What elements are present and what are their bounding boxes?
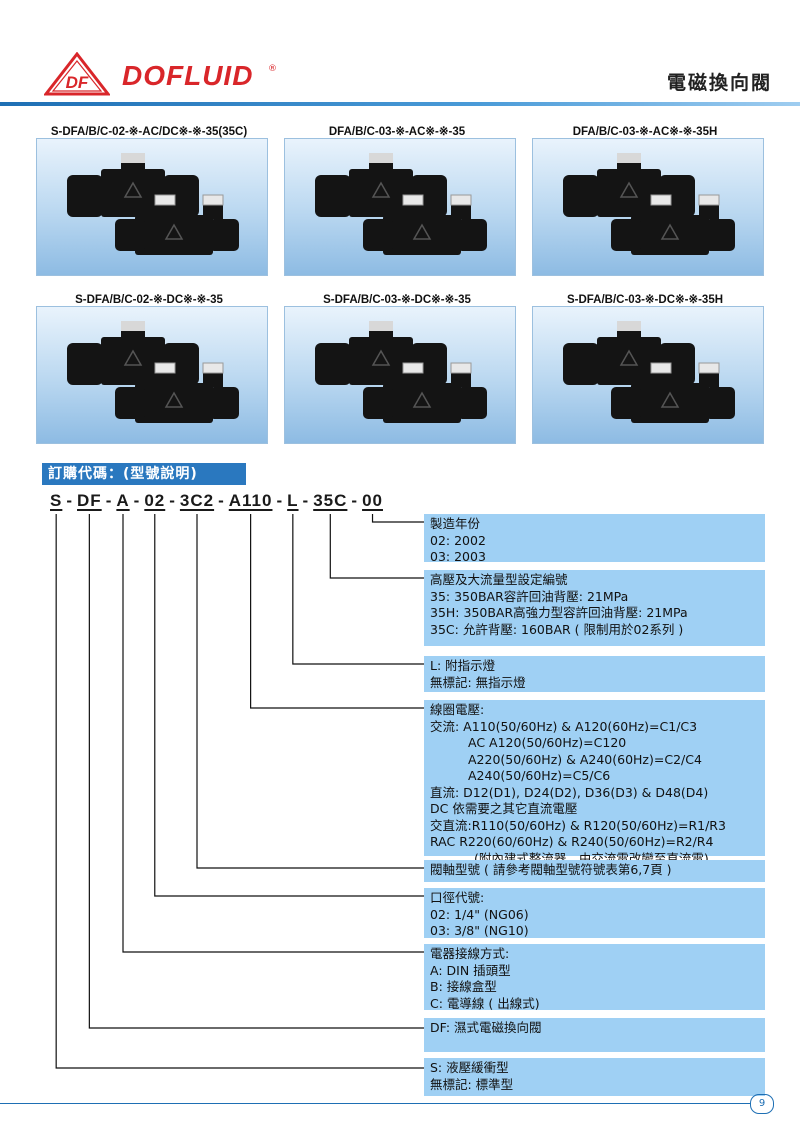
solenoid-valve-photo	[284, 306, 516, 444]
solenoid-valve-photo	[36, 306, 268, 444]
explanation-line: 35: 350BAR容許回油背壓: 21MPa	[430, 588, 629, 604]
connector-line	[250, 514, 424, 709]
code-separator: -	[169, 491, 176, 510]
explanation-line: C: 電導線 ( 出線式)	[430, 995, 540, 1011]
explanation-line: 交直流:R110(50/60Hz) & R120(50/60Hz)=R1/R3	[430, 817, 726, 833]
explanation-line: 03: 3/8" (NG10)	[430, 923, 529, 938]
code-separator: -	[218, 491, 225, 510]
explanation-line: 直流: D12(D1), D24(D2), D36(D3) & D48(D4)	[430, 784, 709, 800]
connector-line	[196, 514, 424, 869]
page-number: 9	[750, 1094, 774, 1114]
explanation-line: 高壓及大流量型設定編號	[430, 572, 568, 587]
product-caption: DFA/B/C-03-※-AC※-※-35	[328, 126, 466, 138]
explanation-box: 線圈電壓:交流: A110(50/60Hz) & A120(60Hz)=C1/C…	[424, 700, 765, 866]
code-segment: 00	[362, 491, 383, 510]
explanation-box: DF: 濕式電磁換向閥	[424, 1018, 765, 1052]
explanation-line: 線圈電壓:	[430, 702, 485, 717]
code-segment: A110	[228, 491, 273, 510]
code-segment: 35C	[313, 491, 348, 510]
code-segment: 02	[144, 491, 166, 510]
page-title: 電磁換向閥	[666, 72, 772, 94]
code-separator: -	[66, 491, 74, 510]
code-separator: -	[302, 491, 310, 510]
product-caption: DFA/B/C-03-※-AC※-※-35H	[572, 126, 718, 138]
code-segment: S	[50, 491, 63, 510]
code-separator: -	[276, 491, 284, 510]
explanation-line: 電器接線方式:	[430, 946, 510, 961]
explanation-line: 交流: A110(50/60Hz) & A120(60Hz)=C1/C3	[430, 718, 698, 734]
explanation-line: 03: 2003	[430, 549, 486, 564]
header-rule	[0, 102, 800, 106]
registered-mark: ®	[268, 64, 277, 74]
explanation-line: AC A120(50/60Hz)=C120	[468, 735, 627, 750]
connector-line	[88, 514, 424, 1029]
connector-line	[55, 514, 424, 1069]
solenoid-valve-photo	[532, 306, 764, 444]
explanation-line: DF: 濕式電磁換向閥	[430, 1020, 542, 1035]
explanation-line: B: 接線盒型	[430, 979, 497, 994]
explanation-line: 閥軸型號 ( 請參考閥軸型號符號表第6,7頁 )	[430, 862, 672, 877]
explanation-box: 閥軸型號 ( 請參考閥軸型號符號表第6,7頁 )	[424, 860, 765, 882]
order-code-line: S-DF-A-02-3C2-A110-L-35C-00	[50, 491, 383, 511]
explanation-line: RAC R220(60/60Hz) & R240(50/60Hz)=R2/R4	[430, 834, 714, 849]
code-segment: A	[116, 491, 130, 510]
code-separator: -	[105, 491, 113, 510]
code-separator: -	[133, 491, 141, 510]
code-segment: L	[287, 491, 299, 510]
explanation-line: 無標記: 標準型	[430, 1076, 514, 1092]
explanation-line: DC 依需要之其它直流電壓	[430, 801, 578, 816]
connector-line	[154, 514, 424, 897]
solenoid-valve-photo	[36, 138, 268, 276]
explanation-line: 無標記: 無指示燈	[430, 674, 526, 690]
explanation-line: 口徑代號:	[430, 890, 485, 905]
order-code-title: 訂購代碼：(型號說明)	[42, 463, 246, 485]
explanation-line: 02: 1/4" (NG06)	[430, 906, 529, 922]
explanation-line: L: 附指示燈	[430, 658, 496, 673]
explanation-box: S: 液壓緩衝型無標記: 標準型	[424, 1058, 765, 1096]
explanation-line: S: 液壓緩衝型	[430, 1060, 509, 1075]
explanation-line: 製造年份	[430, 516, 481, 531]
connector-line	[371, 514, 424, 523]
explanation-line: 02: 2002	[430, 532, 486, 548]
explanation-line: A220(50/60Hz) & A240(60Hz)=C2/C4	[468, 751, 702, 767]
svg-text:DF: DF	[66, 73, 89, 92]
dofluid-logo-icon: DF	[44, 52, 110, 96]
explanation-line: A: DIN 插頭型	[430, 962, 511, 978]
product-caption: S-DFA/B/C-03-※-DC※-※-35H	[566, 294, 724, 306]
footer-rule	[0, 1103, 750, 1104]
explanation-line: 35C: 允許背壓: 160BAR ( 限制用於02系列 )	[430, 621, 684, 637]
connector-line	[329, 514, 424, 579]
explanation-box: L: 附指示燈無標記: 無指示燈	[424, 656, 765, 692]
product-caption: S-DFA/B/C-02-※-AC/DC※-※-35(35C)	[50, 126, 248, 138]
brand-name: DOFLUID	[122, 60, 254, 91]
code-segment: DF	[77, 491, 102, 510]
solenoid-valve-photo	[532, 138, 764, 276]
explanation-box: 口徑代號:02: 1/4" (NG06)03: 3/8" (NG10)	[424, 888, 765, 938]
product-caption: S-DFA/B/C-02-※-DC※-※-35	[75, 294, 223, 306]
code-separator: -	[351, 491, 359, 510]
explanation-line: A240(50/60Hz)=C5/C6	[468, 768, 611, 783]
solenoid-valve-photo	[284, 138, 516, 276]
product-caption: S-DFA/B/C-03-※-DC※-※-35	[323, 294, 471, 306]
connector-line	[292, 514, 424, 665]
code-segment: 3C2	[179, 491, 215, 510]
explanation-line: 35H: 350BAR高強力型容許回油背壓: 21MPa	[430, 605, 688, 620]
connector-line	[122, 514, 424, 953]
